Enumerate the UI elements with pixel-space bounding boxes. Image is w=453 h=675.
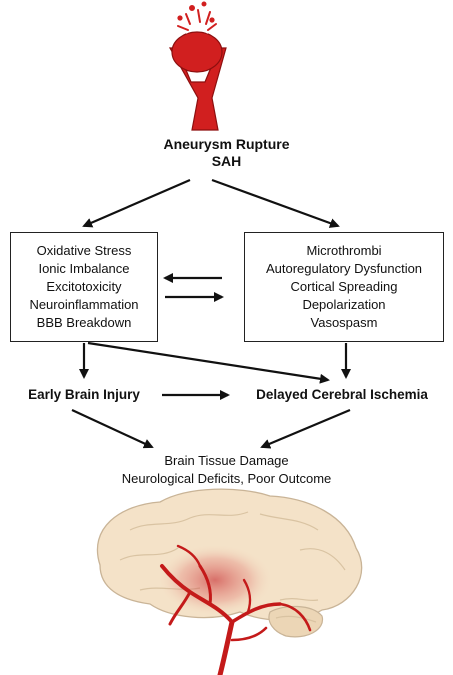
early-brain-injury-label: Early Brain Injury [10,387,158,402]
arrow-dci-to-outcome [262,410,350,447]
aneurysm-sac [172,32,222,72]
outcome-text: Brain Tissue Damage Neurological Deficit… [0,452,453,488]
brain-illustration [97,489,361,675]
arrow-sah-to-right [212,180,338,226]
mechanism-item: Depolarization [302,296,385,314]
outcome-line1: Brain Tissue Damage [0,452,453,470]
mechanism-item: BBB Breakdown [37,314,132,332]
early-mechanisms-box: Oxidative Stress Ionic Imbalance Excitot… [10,232,158,342]
event-title-line2: SAH [0,153,453,170]
arrow-sah-to-left [84,180,190,226]
delayed-mechanisms-box: Microthrombi Autoregulatory Dysfunction … [244,232,444,342]
mechanism-item: Microthrombi [306,242,381,260]
aneurysm-illustration [170,3,226,131]
rupture-splash-icon [178,3,216,31]
delayed-cerebral-ischemia-label: Delayed Cerebral Ischemia [236,387,448,402]
event-title-line1: Aneurysm Rupture [0,136,453,153]
outcome-line2: Neurological Deficits, Poor Outcome [0,470,453,488]
mechanism-item: Excitotoxicity [46,278,121,296]
arrow-ebi-to-outcome [72,410,152,447]
arrow-left-box-to-dci [88,343,328,380]
mechanism-item: Ionic Imbalance [38,260,129,278]
mechanism-item: Vasospasm [311,314,378,332]
mechanism-item: Neuroinflammation [29,296,138,314]
mechanism-item: Autoregulatory Dysfunction [266,260,422,278]
mechanism-item: Cortical Spreading [291,278,398,296]
event-title: Aneurysm Rupture SAH [0,136,453,170]
mechanism-item: Oxidative Stress [37,242,132,260]
